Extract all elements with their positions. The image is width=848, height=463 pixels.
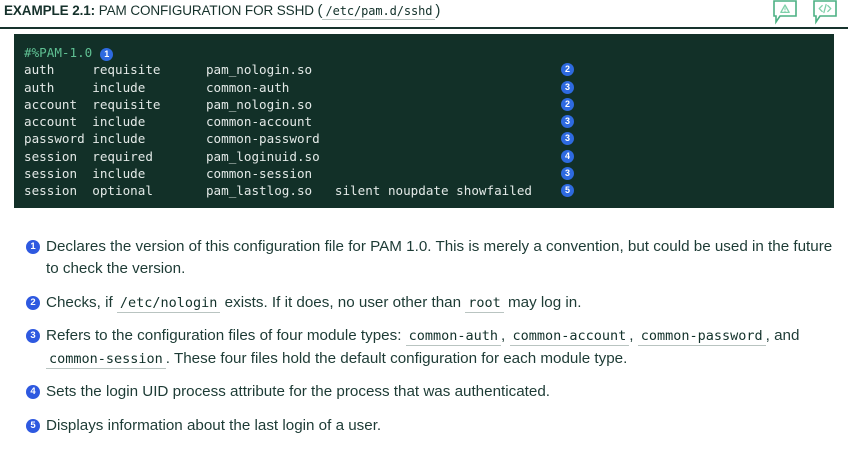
note-badge[interactable]: 4 xyxy=(26,385,40,400)
code-callout-badge[interactable]: 4 xyxy=(561,149,574,163)
header-actions xyxy=(772,0,838,25)
code-line-text: auth include common-auth xyxy=(24,79,290,95)
inline-code: common-session xyxy=(46,350,166,369)
callout-note: 4 Sets the login UID process attribute fo… xyxy=(26,381,834,404)
code-line: session optional pam_lastlog.so silent n… xyxy=(14,182,834,199)
note-text-run: Displays information about the last logi… xyxy=(46,416,382,434)
code-callout-badge[interactable]: 2 xyxy=(561,97,574,111)
code-line: auth include common-auth 3 xyxy=(14,79,834,96)
code-line-text: session required pam_loginuid.so xyxy=(24,148,320,164)
callout-note: 3 Refers to the configuration files of fo… xyxy=(26,325,834,370)
code-line-text: session include common-session xyxy=(24,166,313,182)
code-line-text: account requisite pam_nologin.so xyxy=(24,96,313,112)
code-line-text: auth requisite pam_nologin.so xyxy=(24,62,313,78)
code-line: session include common-session 3 xyxy=(14,165,834,182)
code-line-text: session optional pam_lastlog.so silent n… xyxy=(24,183,532,199)
paren-close: ) xyxy=(435,2,441,19)
callout-note: 2 Checks, if /etc/nologin exists. If it d… xyxy=(26,292,834,315)
code-callout-badge[interactable]: 3 xyxy=(561,115,574,129)
inline-code: common-auth xyxy=(405,328,502,347)
code-callout-badge[interactable]: 5 xyxy=(561,184,574,198)
inline-code: common-account xyxy=(509,328,630,347)
note-text-run: exists. If it does, no user other than xyxy=(220,293,466,311)
note-text-run: , xyxy=(629,327,638,345)
note-text-run: Declares the version of this configurati… xyxy=(46,237,833,278)
note-text-run: Sets the login UID process attribute for… xyxy=(46,383,550,401)
note-badge[interactable]: 1 xyxy=(26,239,40,254)
code-callout-badge[interactable]: 3 xyxy=(561,167,574,181)
code-callout-badge[interactable]: 1 xyxy=(100,48,114,61)
inline-code: /etc/nologin xyxy=(116,294,221,313)
code-line-text: #%PAM-1.0 xyxy=(24,45,93,60)
code-bubble-icon[interactable] xyxy=(812,0,838,25)
note-badge[interactable]: 5 xyxy=(26,418,40,433)
code-line: password include common-password 3 xyxy=(14,130,834,147)
note-badge[interactable]: 3 xyxy=(26,329,40,344)
callout-notes-list: 1 Declares the version of this configurat… xyxy=(0,236,848,438)
example-caption: PAM CONFIGURATION FOR SSHD xyxy=(98,3,314,18)
code-line-text: password include common-password xyxy=(24,131,320,147)
code-line: account requisite pam_nologin.so 2 xyxy=(14,96,834,113)
note-text-run: may log in. xyxy=(503,293,582,311)
header-divider xyxy=(0,27,848,29)
example-label: EXAMPLE 2.1: xyxy=(4,3,96,18)
warning-bubble-icon[interactable] xyxy=(772,0,798,25)
code-line: account include common-account 3 xyxy=(14,113,834,130)
note-badge[interactable]: 2 xyxy=(26,295,40,310)
note-text: Displays information about the last logi… xyxy=(46,417,381,434)
note-text-run: Refers to the configuration files of fou… xyxy=(46,327,406,345)
note-text-run: , xyxy=(501,327,510,345)
note-text-run: , and xyxy=(765,327,800,345)
callout-note: 1 Declares the version of this configurat… xyxy=(26,236,834,281)
config-path-code: /etc/pam.d/sshd xyxy=(322,4,436,20)
note-text-run: Checks, if xyxy=(46,293,117,311)
code-callout-badge[interactable]: 3 xyxy=(561,132,574,146)
code-line: #%PAM-1.0 1 xyxy=(14,44,834,61)
code-line-text: account include common-account xyxy=(24,114,313,130)
inline-code: common-password xyxy=(637,328,766,347)
paren-open: ( xyxy=(317,2,323,19)
code-line: auth requisite pam_nologin.so 2 xyxy=(14,61,834,78)
callout-note: 5 Displays information about the last log… xyxy=(26,415,834,438)
code-callout-badge[interactable]: 2 xyxy=(561,63,574,77)
page-title: EXAMPLE 2.1: PAM CONFIGURATION FOR SSHD … xyxy=(4,2,440,20)
note-text: Checks, if /etc/nologin exists. If it do… xyxy=(46,293,582,313)
code-callout-badge[interactable]: 3 xyxy=(561,80,574,94)
note-text: Declares the version of this configurati… xyxy=(46,238,832,278)
example-header: EXAMPLE 2.1: PAM CONFIGURATION FOR SSHD … xyxy=(0,0,848,25)
inline-code: root xyxy=(465,294,504,313)
code-line: session required pam_loginuid.so 4 xyxy=(14,148,834,165)
note-text-run: . These four files hold the default conf… xyxy=(165,349,628,367)
note-text: Refers to the configuration files of fou… xyxy=(46,327,800,369)
note-text: Sets the login UID process attribute for… xyxy=(46,383,550,400)
